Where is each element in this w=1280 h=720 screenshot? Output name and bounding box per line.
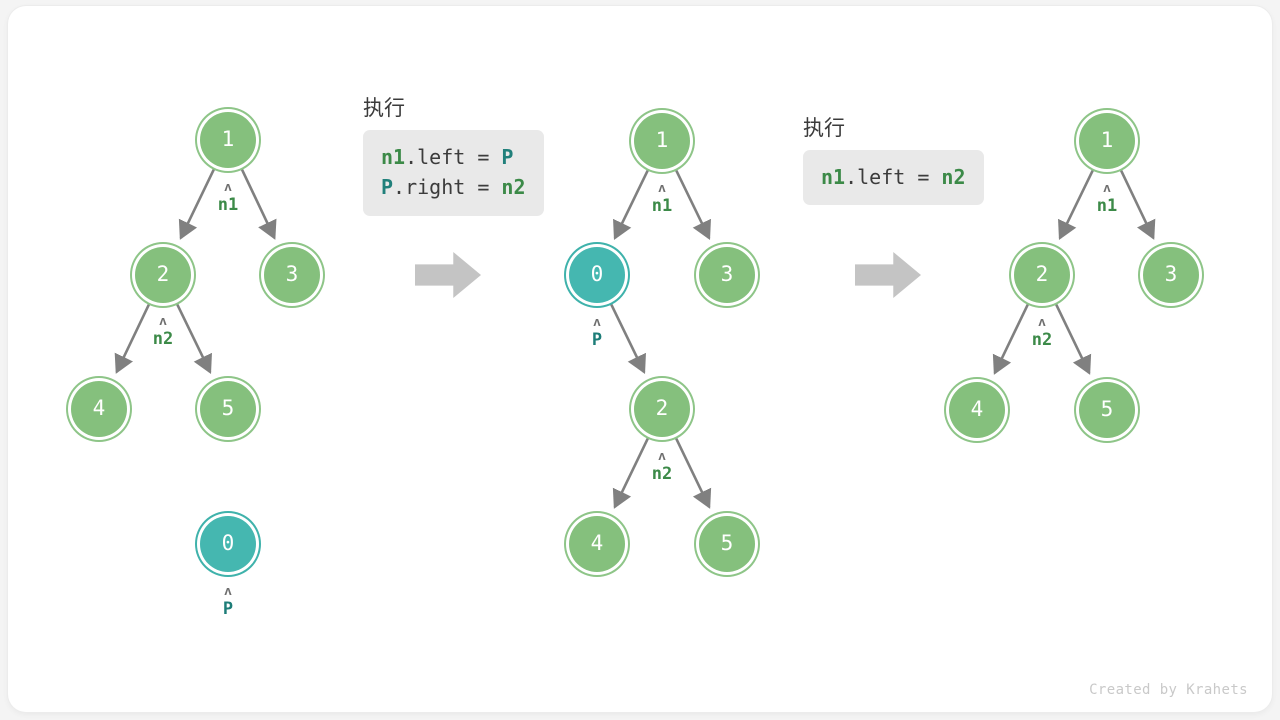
tree-node-3[interactable]: 3 bbox=[699, 247, 755, 303]
tree-node-2[interactable]: 2 bbox=[1014, 247, 1070, 303]
tree-node-value: 3 bbox=[720, 261, 734, 286]
tree-edge bbox=[609, 302, 646, 374]
tree-node-2[interactable]: 2 bbox=[634, 381, 690, 437]
tree-node-value: 2 bbox=[156, 261, 170, 286]
arrow-2 bbox=[855, 252, 921, 298]
tree-node-3[interactable]: 3 bbox=[1143, 247, 1199, 303]
code-token: .right = bbox=[393, 175, 502, 200]
pointer-label-text: n1 bbox=[651, 196, 673, 216]
tree-node-4[interactable]: 4 bbox=[949, 382, 1005, 438]
code-token: .left = bbox=[405, 145, 502, 169]
tree-node-value: 3 bbox=[285, 261, 299, 286]
tree-node-4[interactable]: 4 bbox=[569, 516, 625, 572]
tree-edge bbox=[114, 302, 151, 374]
caret-icon: ʌ bbox=[658, 448, 666, 463]
tree-node-value: 4 bbox=[590, 530, 604, 555]
panel-step2-code: n1.left = n2 bbox=[803, 150, 984, 206]
code-line: n1.left = P bbox=[381, 142, 526, 172]
tree-node-5[interactable]: 5 bbox=[200, 381, 256, 437]
code-token: n2 bbox=[501, 175, 526, 200]
tree-edge bbox=[674, 436, 712, 509]
tree-edge bbox=[240, 167, 277, 240]
tree-node-value: 4 bbox=[970, 396, 984, 421]
tree-node-1[interactable]: 1 bbox=[1079, 113, 1135, 169]
caret-icon: ʌ bbox=[593, 314, 601, 329]
code-token: n1 bbox=[381, 145, 406, 169]
code-token: P bbox=[381, 175, 394, 200]
code-token: n1 bbox=[821, 165, 846, 189]
tree-node-2[interactable]: 2 bbox=[135, 247, 191, 303]
code-line: P.right = n2 bbox=[381, 172, 526, 202]
tree-node-0[interactable]: 0 bbox=[569, 247, 625, 303]
pointer-label-text: P bbox=[591, 330, 603, 350]
panel-step1-heading: 执行 bbox=[363, 96, 405, 120]
tree-node-5[interactable]: 5 bbox=[1079, 382, 1135, 438]
tree-edge bbox=[674, 168, 711, 240]
tree-node-1[interactable]: 1 bbox=[200, 112, 256, 168]
tree-node-value: 5 bbox=[1100, 396, 1114, 421]
tree-edge bbox=[1058, 168, 1095, 240]
panel-step2: 执行 n1.left = n2 bbox=[803, 116, 984, 206]
caret-icon: ʌ bbox=[1103, 180, 1111, 195]
caret-icon: ʌ bbox=[658, 180, 666, 195]
tree-edge bbox=[178, 167, 216, 240]
pointer-label-text: n2 bbox=[651, 464, 673, 484]
tree-node-value: 0 bbox=[590, 261, 604, 286]
tree-node-value: 5 bbox=[221, 395, 235, 420]
tree-node-value: 3 bbox=[1164, 261, 1178, 286]
step-arrows-group bbox=[415, 252, 921, 298]
tree-edge bbox=[175, 302, 212, 374]
tree-node-value: 5 bbox=[720, 530, 734, 555]
code-line: n1.left = n2 bbox=[821, 162, 966, 192]
footer-credit: Created by Krahets bbox=[1089, 682, 1248, 698]
tree-node-1[interactable]: 1 bbox=[634, 113, 690, 169]
tree-edge bbox=[613, 168, 650, 240]
tree-node-value: 2 bbox=[655, 395, 669, 420]
pointer-label-text: n2 bbox=[152, 329, 174, 349]
tree-node-value: 0 bbox=[221, 530, 235, 555]
tree-node-value: 4 bbox=[92, 395, 106, 420]
caret-icon: ʌ bbox=[224, 583, 232, 598]
edges-group bbox=[114, 167, 1156, 509]
panel-step2-heading: 执行 bbox=[803, 116, 845, 140]
pointer-label-text: P bbox=[222, 599, 234, 619]
tree-node-4[interactable]: 4 bbox=[71, 381, 127, 437]
tree-node-value: 1 bbox=[221, 126, 235, 151]
tree-node-value: 1 bbox=[655, 127, 669, 152]
tree-node-0[interactable]: 0 bbox=[200, 516, 256, 572]
caret-icon: ʌ bbox=[224, 179, 232, 194]
tree-edge bbox=[1119, 168, 1156, 240]
tree-edge bbox=[612, 436, 650, 509]
tree-node-value: 1 bbox=[1100, 127, 1114, 152]
tree-node-value: 2 bbox=[1035, 261, 1049, 286]
tree-edge bbox=[992, 302, 1030, 375]
pointer-label-text: n2 bbox=[1031, 330, 1053, 350]
pointer-label-text: n1 bbox=[217, 195, 239, 215]
tree-node-5[interactable]: 5 bbox=[699, 516, 755, 572]
code-token: n2 bbox=[941, 165, 966, 189]
tree-node-3[interactable]: 3 bbox=[264, 247, 320, 303]
caret-icon: ʌ bbox=[159, 313, 167, 328]
code-token: P bbox=[501, 145, 514, 169]
caret-icon: ʌ bbox=[1038, 314, 1046, 329]
code-token: .left = bbox=[845, 165, 942, 189]
pointer-label-text: n1 bbox=[1096, 196, 1118, 216]
tree-edge bbox=[1054, 302, 1092, 375]
arrow-1 bbox=[415, 252, 481, 298]
